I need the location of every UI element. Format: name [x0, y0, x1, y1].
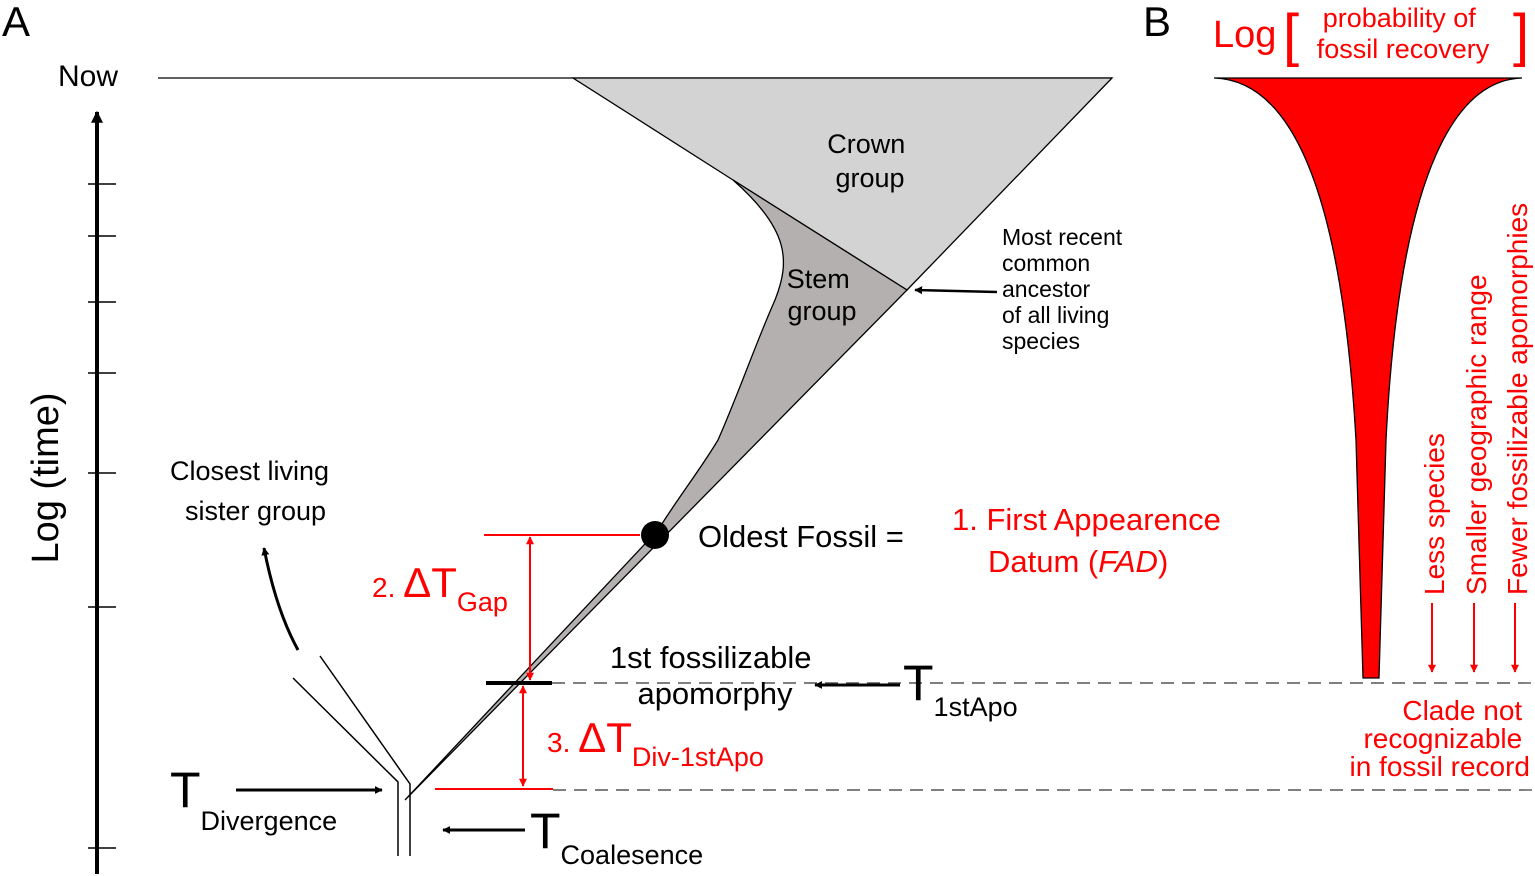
- oldest-fossil-label: Oldest Fossil =: [698, 519, 904, 554]
- mrca-label: Most recent common ancestor of all livin…: [1002, 224, 1129, 354]
- sister-group-branch: [292, 655, 411, 812]
- sister-group-label: Closest living sister group: [170, 456, 337, 526]
- not-recognizable-label: Clade not recognizable in fossil record: [1349, 695, 1530, 782]
- panel-b-letter: B: [1143, 0, 1171, 45]
- sister-group-branch-base: [397, 812, 411, 856]
- factor-less-species: Less species: [1419, 433, 1450, 595]
- fad-label: 1. First Appearence Datum (FAD): [952, 502, 1229, 579]
- probability-funnel: [1213, 77, 1523, 679]
- bracket-open: [: [1283, 3, 1299, 68]
- mrca-arrow: [914, 286, 998, 295]
- t-divergence-label: TDivergence: [170, 762, 337, 836]
- factor-fewer-apomorphies: Fewer fossilizable apomorphies: [1502, 203, 1533, 595]
- t-coalesence-label: TCoalesence: [530, 803, 703, 870]
- axis-label-log-time: Log (time): [25, 392, 67, 563]
- probability-label: probability of fossil recovery: [1317, 3, 1490, 64]
- time-axis-ticks: [88, 183, 116, 849]
- delta-t-gap-label: 2. ΔTGap: [372, 559, 508, 617]
- delta-t-div-apo-label: 3. ΔTDiv-1stApo: [547, 714, 764, 772]
- oldest-fossil-dot: [641, 521, 669, 549]
- t-1stapo-label: T1stApo: [903, 655, 1018, 722]
- factor-smaller-range: Smaller geographic range: [1461, 274, 1492, 595]
- stem-group-label: Stem group: [787, 264, 858, 326]
- log-probability-log: Log: [1213, 14, 1276, 56]
- sister-group-arrow: [261, 547, 300, 651]
- panel-a-letter: A: [2, 0, 30, 45]
- stem-group-shape: [404, 179, 909, 801]
- crown-group-label: Crown group: [827, 129, 913, 193]
- now-label: Now: [58, 60, 118, 93]
- bracket-close: ]: [1513, 3, 1529, 68]
- apomorphy-label: 1st fossilizable apomorphy: [610, 640, 820, 711]
